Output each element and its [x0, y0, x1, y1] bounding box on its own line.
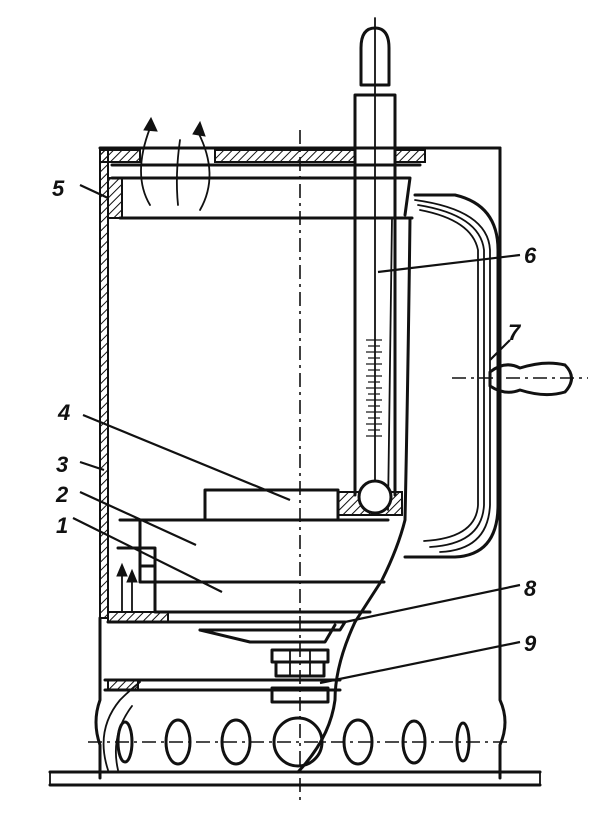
callout-5: 5 [52, 176, 65, 201]
nut-assembly [270, 648, 330, 704]
callout-9: 9 [524, 631, 537, 656]
vessel-bottom-curve [296, 620, 357, 774]
callout-6: 6 [524, 243, 537, 268]
callout-7: 7 [508, 320, 522, 345]
leader-lines [72, 184, 521, 685]
callout-labels: 1 2 3 4 5 6 7 8 9 [52, 176, 537, 656]
part-2-plate [118, 518, 390, 584]
callout-2: 2 [55, 482, 69, 507]
thermometer-icon [337, 17, 403, 516]
lid-assembly [99, 149, 426, 220]
inner-vessel [353, 216, 412, 624]
callout-4: 4 [57, 400, 70, 425]
thermometer-scale [366, 339, 382, 437]
callout-3: 3 [56, 452, 68, 477]
callout-1: 1 [56, 513, 68, 538]
part-1-base [116, 546, 372, 614]
knob-handle-icon [452, 361, 588, 397]
side-chamber [403, 193, 500, 559]
ventilation-holes [88, 716, 512, 768]
callout-8: 8 [524, 576, 537, 601]
outer-housing [48, 146, 542, 787]
airflow-arrows-top [140, 116, 211, 211]
airflow-arrows-bottom [102, 562, 141, 771]
part-9-plate [103, 678, 342, 692]
part-8-plate [106, 611, 347, 644]
part-4-block [203, 488, 340, 522]
